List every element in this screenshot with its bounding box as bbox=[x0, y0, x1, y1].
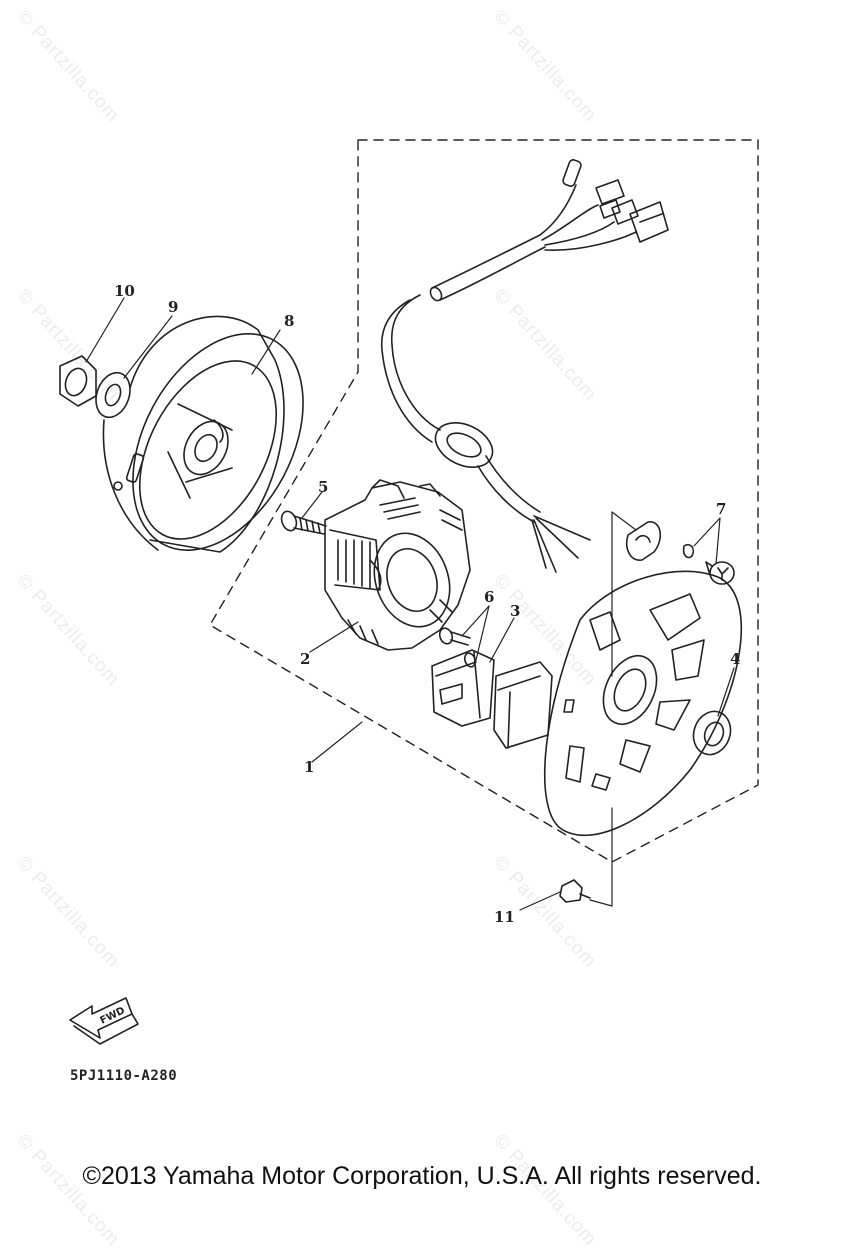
callout-6: 6 bbox=[484, 588, 494, 606]
callout-5: 5 bbox=[318, 478, 328, 496]
washer bbox=[95, 371, 131, 419]
stator-base-plate bbox=[543, 570, 743, 837]
callout-9: 9 bbox=[168, 298, 178, 316]
callout-11: 11 bbox=[494, 908, 515, 926]
callout-2: 2 bbox=[300, 650, 310, 668]
callout-8: 8 bbox=[284, 312, 294, 330]
lead-clamp bbox=[626, 521, 735, 585]
callout-1: 1 bbox=[304, 758, 314, 776]
assembly-boundary bbox=[209, 139, 759, 863]
exploded-parts-diagram: 1 2 3 4 5 6 7 8 9 10 11 FWD bbox=[59, 139, 759, 1045]
copyright-notice: ©2013 Yamaha Motor Corporation, U.S.A. A… bbox=[82, 1162, 762, 1190]
rotor-flywheel bbox=[102, 315, 304, 553]
leader-lines bbox=[85, 297, 735, 911]
diagram-code: 5PJ1110-A280 bbox=[70, 1068, 178, 1084]
callout-4: 4 bbox=[730, 650, 740, 668]
fwd-arrow-icon: FWD bbox=[69, 997, 139, 1045]
callout-7: 7 bbox=[716, 500, 726, 518]
nut bbox=[59, 355, 97, 407]
wire-harness bbox=[380, 159, 669, 573]
pickup-coil bbox=[431, 649, 553, 749]
pickup-screws bbox=[438, 627, 477, 668]
callout-10: 10 bbox=[114, 282, 135, 300]
base-screw bbox=[559, 879, 591, 903]
stator-screw bbox=[280, 510, 327, 535]
stator-coil bbox=[324, 479, 471, 651]
callout-3: 3 bbox=[510, 602, 520, 620]
